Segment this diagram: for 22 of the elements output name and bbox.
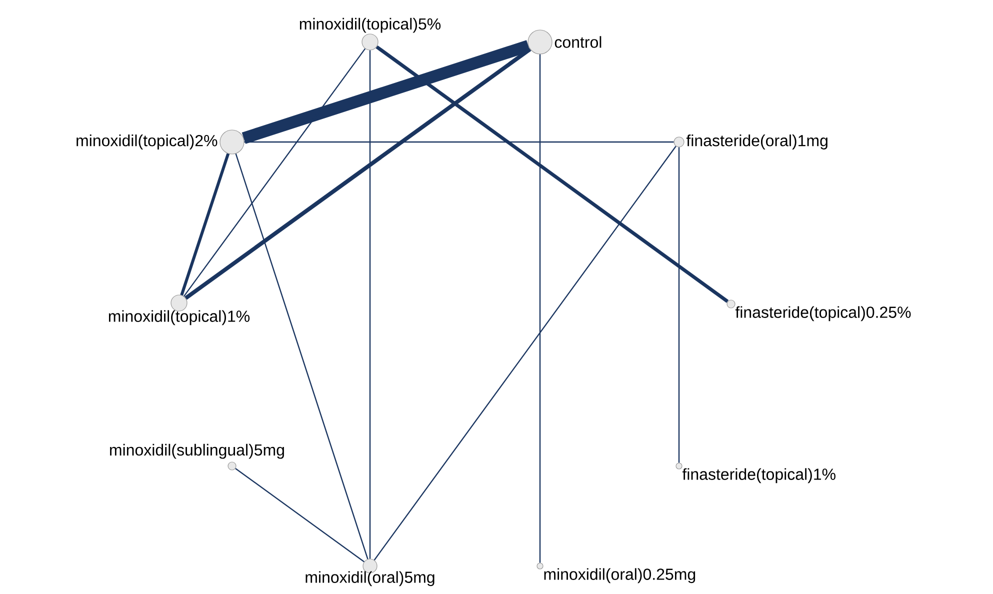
node-label: control — [554, 36, 602, 48]
connector-line — [180, 153, 230, 296]
connector-line — [678, 147, 680, 463]
connector-line — [235, 154, 368, 560]
connector-line — [242, 40, 530, 144]
connector-line — [369, 50, 371, 559]
connector-line — [374, 146, 676, 560]
connector-line — [539, 54, 541, 563]
node-label: finasteride(topical)0.25% — [735, 306, 911, 322]
node-label: minoxidil(oral)5mg — [306, 571, 434, 586]
node-label: minoxidil(oral)0.25mg — [544, 568, 696, 584]
connector-line — [244, 141, 674, 143]
connector-line — [184, 48, 532, 300]
connector-line — [183, 48, 366, 297]
connector-line — [235, 468, 364, 562]
node-label: finasteride(topical)1% — [682, 468, 836, 484]
node-label: minoxidil(topical)5% — [300, 18, 441, 33]
node-label: minoxidil(topical)1% — [108, 310, 250, 326]
node-label: minoxidil(sublingual)5mg — [110, 444, 284, 459]
node-label: finasteride(oral)1mg — [686, 134, 828, 150]
node-label: minoxidil(topical)2% — [76, 134, 218, 150]
connector-line — [376, 45, 729, 303]
